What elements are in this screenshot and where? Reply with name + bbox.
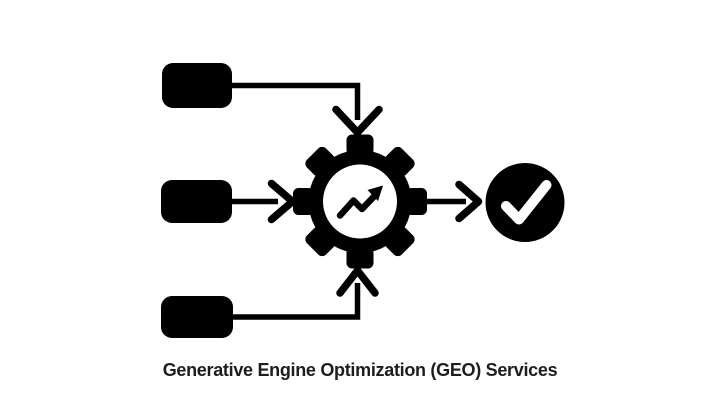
input-node-bottom	[161, 296, 233, 338]
growth-trend-arrow-icon	[336, 185, 383, 219]
arrowhead-right-icon	[455, 180, 483, 223]
input-node-top	[162, 63, 232, 108]
diagram-caption: Generative Engine Optimization (GEO) Ser…	[162, 360, 558, 380]
check-circle-background	[485, 163, 565, 242]
arrowhead-right-icon	[267, 179, 297, 224]
connector-gear-to-check	[426, 180, 483, 223]
connector-bottom-shaft	[233, 283, 361, 320]
input-node-middle	[161, 180, 232, 223]
connector-middle-input-to-gear	[232, 179, 297, 224]
checkmark-circle-icon	[485, 163, 565, 242]
gear-inner-face	[323, 164, 397, 239]
check-glyph	[501, 180, 552, 225]
arrowhead-down-icon	[332, 105, 383, 137]
connector-top-input-to-gear	[232, 82, 383, 137]
arrowhead-up-icon	[336, 266, 379, 297]
connector-bottom-input-to-gear	[233, 266, 379, 320]
gear-growth-icon	[293, 134, 427, 269]
connector-top-shaft	[232, 82, 361, 120]
